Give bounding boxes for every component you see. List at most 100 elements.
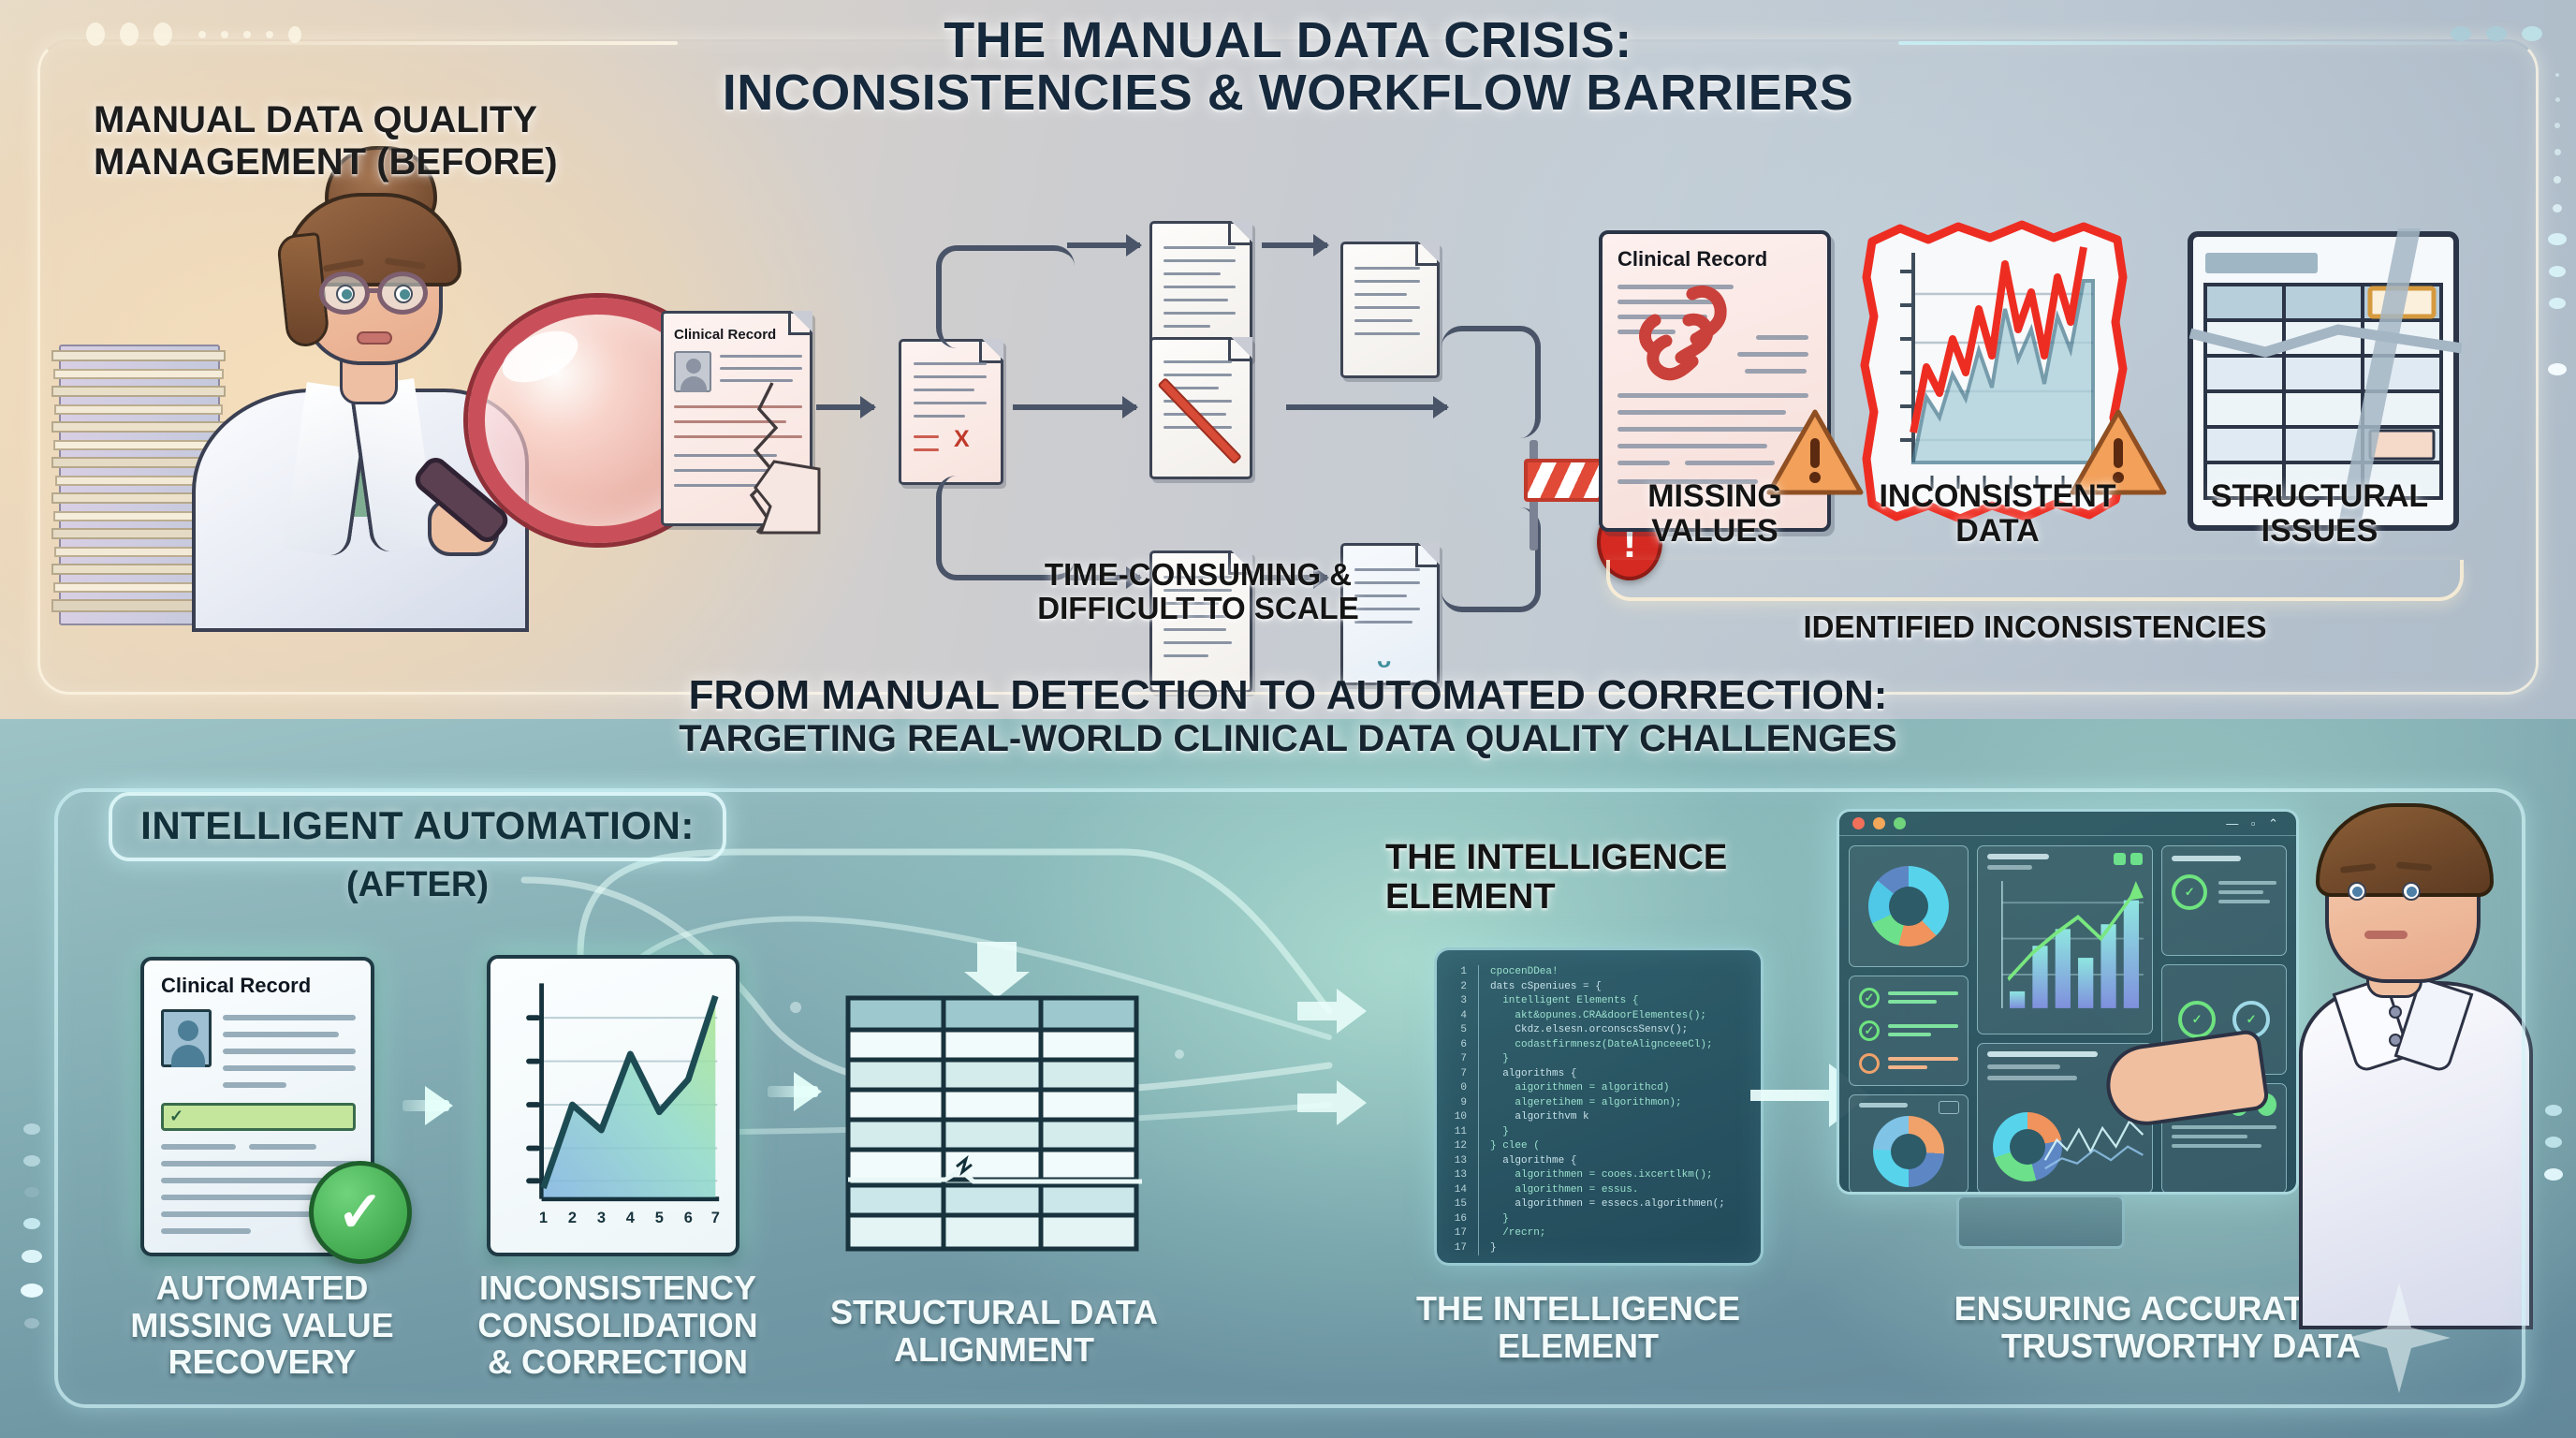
flow-doc-error: X [899, 339, 1003, 485]
flow-arrow-0 [816, 404, 874, 410]
issue-card-inconsistent-data[interactable] [1859, 219, 2136, 534]
dashboard-grid [1839, 836, 2296, 1192]
code-line: 7 algorithms { [1446, 1066, 1751, 1081]
transition-banner-line1: FROM MANUAL DETECTION TO AUTOMATED CORRE… [688, 672, 1888, 718]
code-line-text: akt&opunes.CRA&doorElementes(); [1490, 1009, 1707, 1021]
code-line-text: algorithme { [1490, 1154, 1577, 1167]
code-gutter [1478, 1081, 1479, 1096]
svg-text:4: 4 [626, 1210, 636, 1226]
after-badge-line2: (AFTER) [346, 865, 489, 904]
analytics-dashboard-monitor[interactable]: — ▫ ⌃ [1837, 809, 2299, 1195]
step-label-line2: CONSOLIDATION [477, 1305, 758, 1344]
dashboard-bar-chart-tile[interactable] [1976, 845, 2154, 1034]
issue-label-inconsistent-data: INCONSISTENT DATA [1855, 478, 2140, 550]
code-gutter [1478, 1182, 1479, 1197]
code-line: 16 } [1446, 1211, 1751, 1226]
issue-label-line2: DATA [1955, 513, 2040, 550]
flow-arrow-up [1067, 242, 1140, 248]
window-minimize-dot[interactable] [1873, 817, 1885, 829]
flow-arrow-mid [1013, 404, 1136, 410]
dashboard-donut-tile-1[interactable] [1849, 845, 1969, 967]
code-line-number: 12 [1454, 1140, 1467, 1152]
step-card-structural-data-alignment[interactable] [842, 992, 1142, 1255]
transition-banner: FROM MANUAL DETECTION TO AUTOMATED CORRE… [0, 672, 2576, 759]
after-badge-line1: INTELLIGENT AUTOMATION: [109, 792, 726, 861]
window-controls-icon[interactable]: — ▫ ⌃ [2226, 815, 2283, 830]
flow-arrow-top-2 [1262, 242, 1327, 248]
top-frame-accent-right [1898, 41, 2535, 45]
code-line-text: intelligent Elements { [1490, 995, 1639, 1006]
code-line-text: codastfirmnesz(DateAlignceeeCl); [1490, 1038, 1713, 1050]
code-line-text: dats cSpeniues = { [1490, 980, 1602, 992]
svg-text:1: 1 [539, 1210, 548, 1226]
bottom-right-decorative-dots [2544, 1105, 2563, 1181]
cracked-clinical-record-doc: Clinical Record [661, 311, 821, 535]
code-gutter [1478, 1023, 1479, 1038]
step-arrow-1 [402, 1100, 449, 1111]
step-label-line1: STRUCTURAL DATA [830, 1293, 1158, 1331]
code-line-number: 3 [1460, 995, 1467, 1006]
window-maximize-dot[interactable] [1894, 817, 1906, 829]
code-line-number: 13 [1454, 1169, 1467, 1181]
code-gutter [1478, 1052, 1479, 1067]
issue-label-missing-values: MISSING VALUES [1591, 478, 1838, 550]
transition-banner-line2: TARGETING REAL-WORLD CLINICAL DATA QUALI… [679, 717, 1897, 759]
svg-text:3: 3 [597, 1210, 606, 1226]
flow-elbow-to-barrier-bot [1442, 507, 1541, 612]
code-gutter [1478, 1240, 1479, 1255]
flow-doc-mid-struck [1149, 337, 1252, 479]
code-line-number: 17 [1454, 1227, 1467, 1239]
code-line: 15 algorithmen = essecs.algorithmen(; [1446, 1197, 1751, 1212]
dashboard-status-tile-1[interactable] [2161, 845, 2287, 956]
issue-card-structural-issues[interactable] [2185, 228, 2462, 534]
code-line-number: 14 [1454, 1183, 1467, 1196]
code-line-number: 7 [1460, 1067, 1467, 1079]
issue-label-line2: VALUES [1651, 513, 1778, 550]
code-gutter [1478, 1124, 1479, 1139]
identified-inconsistencies-bracket [1606, 560, 2464, 601]
code-line-text: algorithms { [1490, 1067, 1577, 1079]
sparkle-icon [2348, 1283, 2451, 1393]
step-label-line1: AUTOMATED [155, 1269, 369, 1307]
code-line: 3 intelligent Elements { [1446, 994, 1751, 1009]
right-edge-decorative-dots [2548, 73, 2567, 375]
page-title: THE MANUAL DATA CRISIS: INCONSISTENCIES … [0, 14, 2576, 119]
code-line-text: } [1490, 1241, 1497, 1254]
svg-text:2: 2 [568, 1210, 577, 1226]
step-label-line2: ELEMENT [1497, 1326, 1659, 1365]
flow-doc-bot-1 [1149, 550, 1252, 693]
code-line-text: cpocenDDea! [1490, 966, 1559, 977]
code-gutter [1478, 1037, 1479, 1052]
code-line-number: 0 [1460, 1082, 1467, 1093]
code-line-text: } clee ( [1490, 1140, 1540, 1152]
code-line: 12 } clee ( [1446, 1139, 1751, 1154]
flow-caption-line1: TIME-CONSUMING & [1044, 557, 1353, 592]
green-check-badge-icon: ✓ [309, 1161, 412, 1264]
code-gutter [1478, 1066, 1479, 1081]
record-doc-title: Clinical Record [674, 327, 777, 343]
broken-link-icon [1639, 286, 1727, 381]
code-line-text: algorithmen = cooes.ixcertlkm(); [1490, 1169, 1713, 1181]
step-label-line3: & CORRECTION [488, 1343, 748, 1382]
code-line: 0 aigorithmen = algorithcd) [1446, 1081, 1751, 1096]
code-gutter [1478, 994, 1479, 1009]
step-label-line2: TRUSTWORTHY DATA [2001, 1326, 2361, 1365]
window-close-dot[interactable] [1852, 817, 1865, 829]
data-analyst-illustration [2100, 803, 2576, 1329]
dashboard-donut-tile-3[interactable] [1849, 1093, 1969, 1192]
code-gutter [1478, 1226, 1479, 1241]
intelligence-element-heading: THE INTELLIGENCE ELEMENT [1385, 838, 1825, 917]
step-card-automated-missing-value-recovery[interactable]: Clinical Record ✓ [140, 957, 374, 1256]
dashboard-checklist-tile[interactable] [1849, 975, 1969, 1086]
code-gutter [1478, 1197, 1479, 1212]
code-line: 4 akt&opunes.CRA&doorElementes(); [1446, 1008, 1751, 1023]
code-line-number: 9 [1460, 1096, 1467, 1108]
code-line-text: algorithmen = essecs.algorithmen(; [1490, 1198, 1725, 1210]
code-gutter [1478, 1211, 1479, 1226]
issue-card-title: Clinical Record [1617, 247, 1768, 271]
code-gutter [1478, 1139, 1479, 1154]
